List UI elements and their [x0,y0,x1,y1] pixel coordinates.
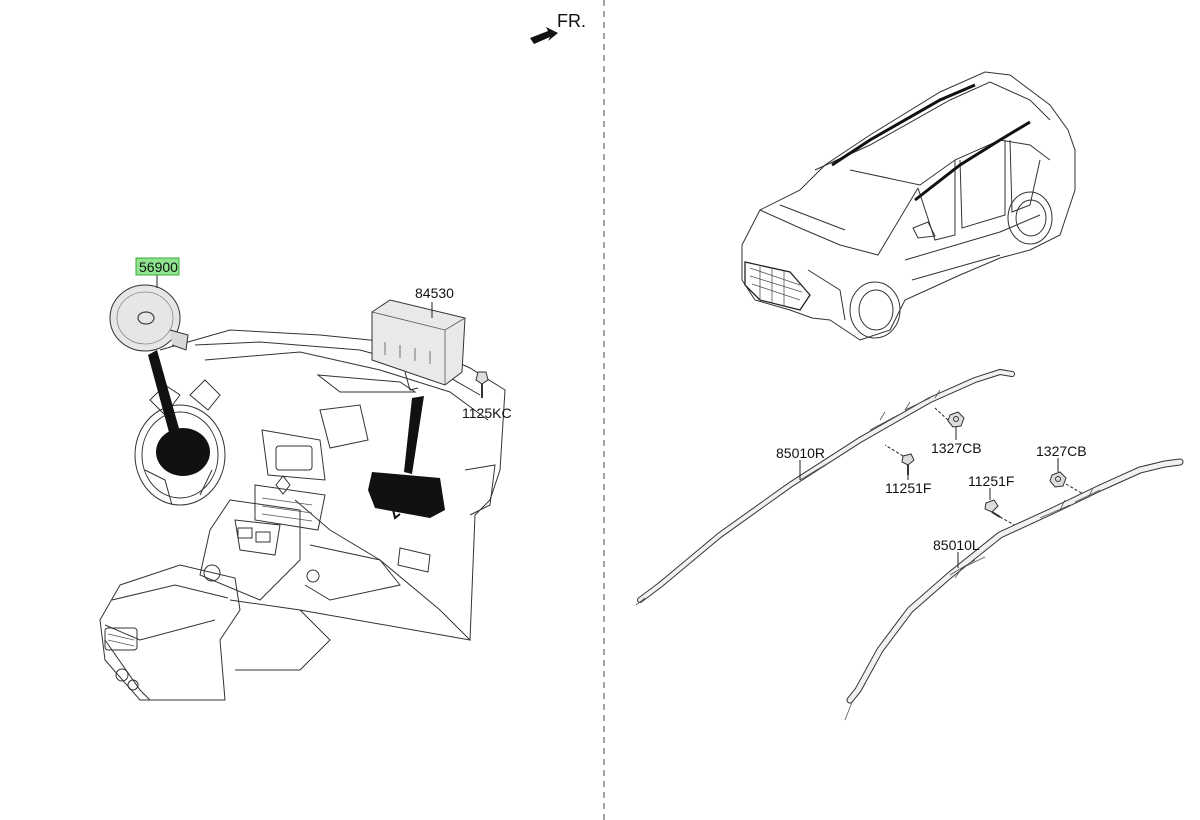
bolt-1125KC[interactable] [475,371,489,398]
part-label-56900[interactable]: 56900 [139,259,178,275]
part-label-85010R[interactable]: 85010R [776,445,825,461]
bolt-11251F-lower[interactable] [984,499,1001,518]
hyundai-logo-icon [137,311,155,325]
part-highlight-56900 [135,257,180,276]
nut-1327CB-lower[interactable] [1049,471,1067,488]
curtain-airbag-left[interactable] [844,458,1184,721]
dashboard-illustration [99,329,506,701]
driver-airbag-installed [156,428,210,476]
part-label-84530[interactable]: 84530 [415,285,454,301]
vehicle-curtain-airbag-right [914,120,1031,202]
part-label-1327CB-upper[interactable]: 1327CB [931,440,982,456]
driver-airbag-callout-wedge [148,350,180,436]
vehicle-curtain-airbag-left [831,83,976,167]
passenger-airbag-callout-wedge [404,396,424,474]
driver-airbag-module[interactable] [109,284,189,352]
part-label-1327CB-lower[interactable]: 1327CB [1036,443,1087,459]
part-label-11251F-lower[interactable]: 11251F [968,473,1014,489]
front-direction-indicator: FR. [530,11,586,44]
bolt-11251F-upper[interactable] [901,453,915,475]
front-label: FR. [557,11,586,31]
passenger-airbag-module[interactable] [371,299,466,391]
part-label-1125KC[interactable]: 1125KC [462,405,512,421]
vehicle-illustration [741,71,1076,341]
part-label-85010L[interactable]: 85010L [933,537,980,553]
curtain-airbag-right[interactable] [635,368,1015,606]
passenger-airbag-installed [368,472,445,518]
nut-1327CB-upper[interactable] [947,411,965,428]
part-label-11251F-upper[interactable]: 11251F [885,480,931,496]
front-arrow-icon [530,27,558,44]
